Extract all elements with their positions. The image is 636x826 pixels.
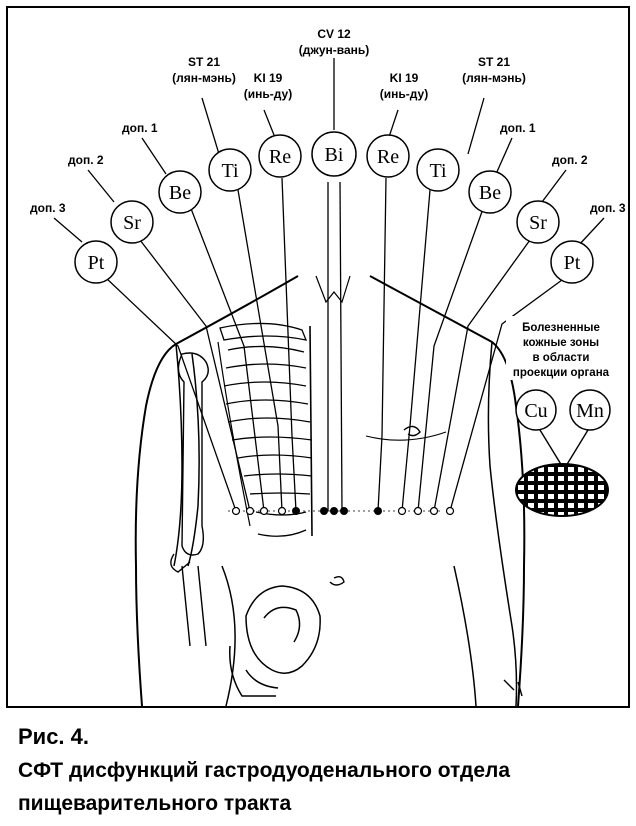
mn-label: Mn [576, 400, 604, 422]
point-st21-right [399, 508, 406, 515]
pt-right-circle: Pt [551, 241, 593, 283]
pt-left-label: Pt [88, 252, 105, 274]
acupuncture-diagram: CV 12 (джун-вань) ST 21 (лян-мэнь) ST 21… [6, 6, 630, 820]
point-dop2-right [431, 508, 438, 515]
point-dop3-left [233, 508, 240, 515]
ti-left-label: Ti [221, 160, 239, 182]
zones-line1: Болезненные [522, 322, 600, 334]
ki19-right-code: KI 19 [390, 71, 419, 85]
point-cv12-a [320, 507, 328, 515]
be-right-circle: Be [469, 171, 511, 213]
ki19-left-code: KI 19 [254, 71, 283, 85]
pt-left-circle: Pt [75, 241, 117, 283]
body-marks [330, 426, 522, 696]
re-right-circle: Re [367, 135, 409, 177]
point-ki19-left [292, 507, 300, 515]
sr-left-circle: Sr [111, 201, 153, 243]
point-st21-left [279, 508, 286, 515]
dop3-left: доп. 3 [30, 201, 66, 215]
organ-zone-grid [516, 464, 608, 516]
rib-cage [218, 323, 312, 536]
caption-line1: СФТ дисфункций гастродуоденального отдел… [18, 759, 510, 783]
bi-label: Bi [325, 144, 344, 166]
sr-left-label: Sr [123, 212, 141, 234]
ki19-right-name: (инь-ду) [380, 87, 428, 101]
dop1-right: доп. 1 [500, 121, 536, 135]
re-right-label: Re [377, 146, 399, 168]
ti-right-circle: Ti [417, 149, 459, 191]
pelvis-bones [230, 586, 320, 696]
torso-outline [136, 276, 525, 706]
be-left-circle: Be [159, 171, 201, 213]
ki19-left-name: (инь-ду) [244, 87, 292, 101]
zones-line2: кожные зоны [523, 337, 599, 349]
ti-right-label: Ti [429, 160, 447, 182]
caption-line2: пищеварительного тракта [18, 792, 291, 816]
dop2-left: доп. 2 [68, 153, 104, 167]
zones-line4: проекции органа [513, 367, 610, 379]
point-dop2-left [247, 508, 254, 515]
ti-left-circle: Ti [209, 149, 251, 191]
point-ki19-right [374, 507, 382, 515]
be-right-label: Be [479, 182, 501, 204]
figure-number: Рис. 4. [18, 724, 89, 750]
zones-line3: в области [533, 352, 590, 364]
cv12-code: CV 12 [317, 27, 351, 41]
st21-left-name: (лян-мэнь) [172, 71, 236, 85]
sr-right-circle: Sr [517, 201, 559, 243]
re-left-label: Re [269, 146, 291, 168]
dop1-left: доп. 1 [122, 121, 158, 135]
dop2-right: доп. 2 [552, 153, 588, 167]
skin-zones-inset: Болезненные кожные зоны в области проекц… [506, 316, 616, 516]
cv12-name: (джун-вань) [299, 43, 370, 57]
arm-bones [171, 353, 208, 646]
pt-right-label: Pt [564, 252, 581, 274]
figure-frame: CV 12 (джун-вань) ST 21 (лян-мэнь) ST 21… [6, 6, 630, 820]
point-dop1-left [261, 508, 268, 515]
sr-right-label: Sr [529, 212, 547, 234]
cu-circle: Cu [516, 390, 556, 430]
cu-label: Cu [524, 400, 547, 422]
be-left-label: Be [169, 182, 191, 204]
st21-right-code: ST 21 [478, 55, 510, 69]
point-dop3-right [447, 508, 454, 515]
re-left-circle: Re [259, 135, 301, 177]
mn-circle: Mn [570, 390, 610, 430]
acupoint-row [228, 507, 454, 515]
st21-right-name: (лян-мэнь) [462, 71, 526, 85]
dop3-right: доп. 3 [590, 201, 626, 215]
point-dop1-right [415, 508, 422, 515]
bi-circle: Bi [312, 132, 356, 176]
point-cv12-c [340, 507, 348, 515]
point-cv12-b [330, 507, 338, 515]
st21-left-code: ST 21 [188, 55, 220, 69]
